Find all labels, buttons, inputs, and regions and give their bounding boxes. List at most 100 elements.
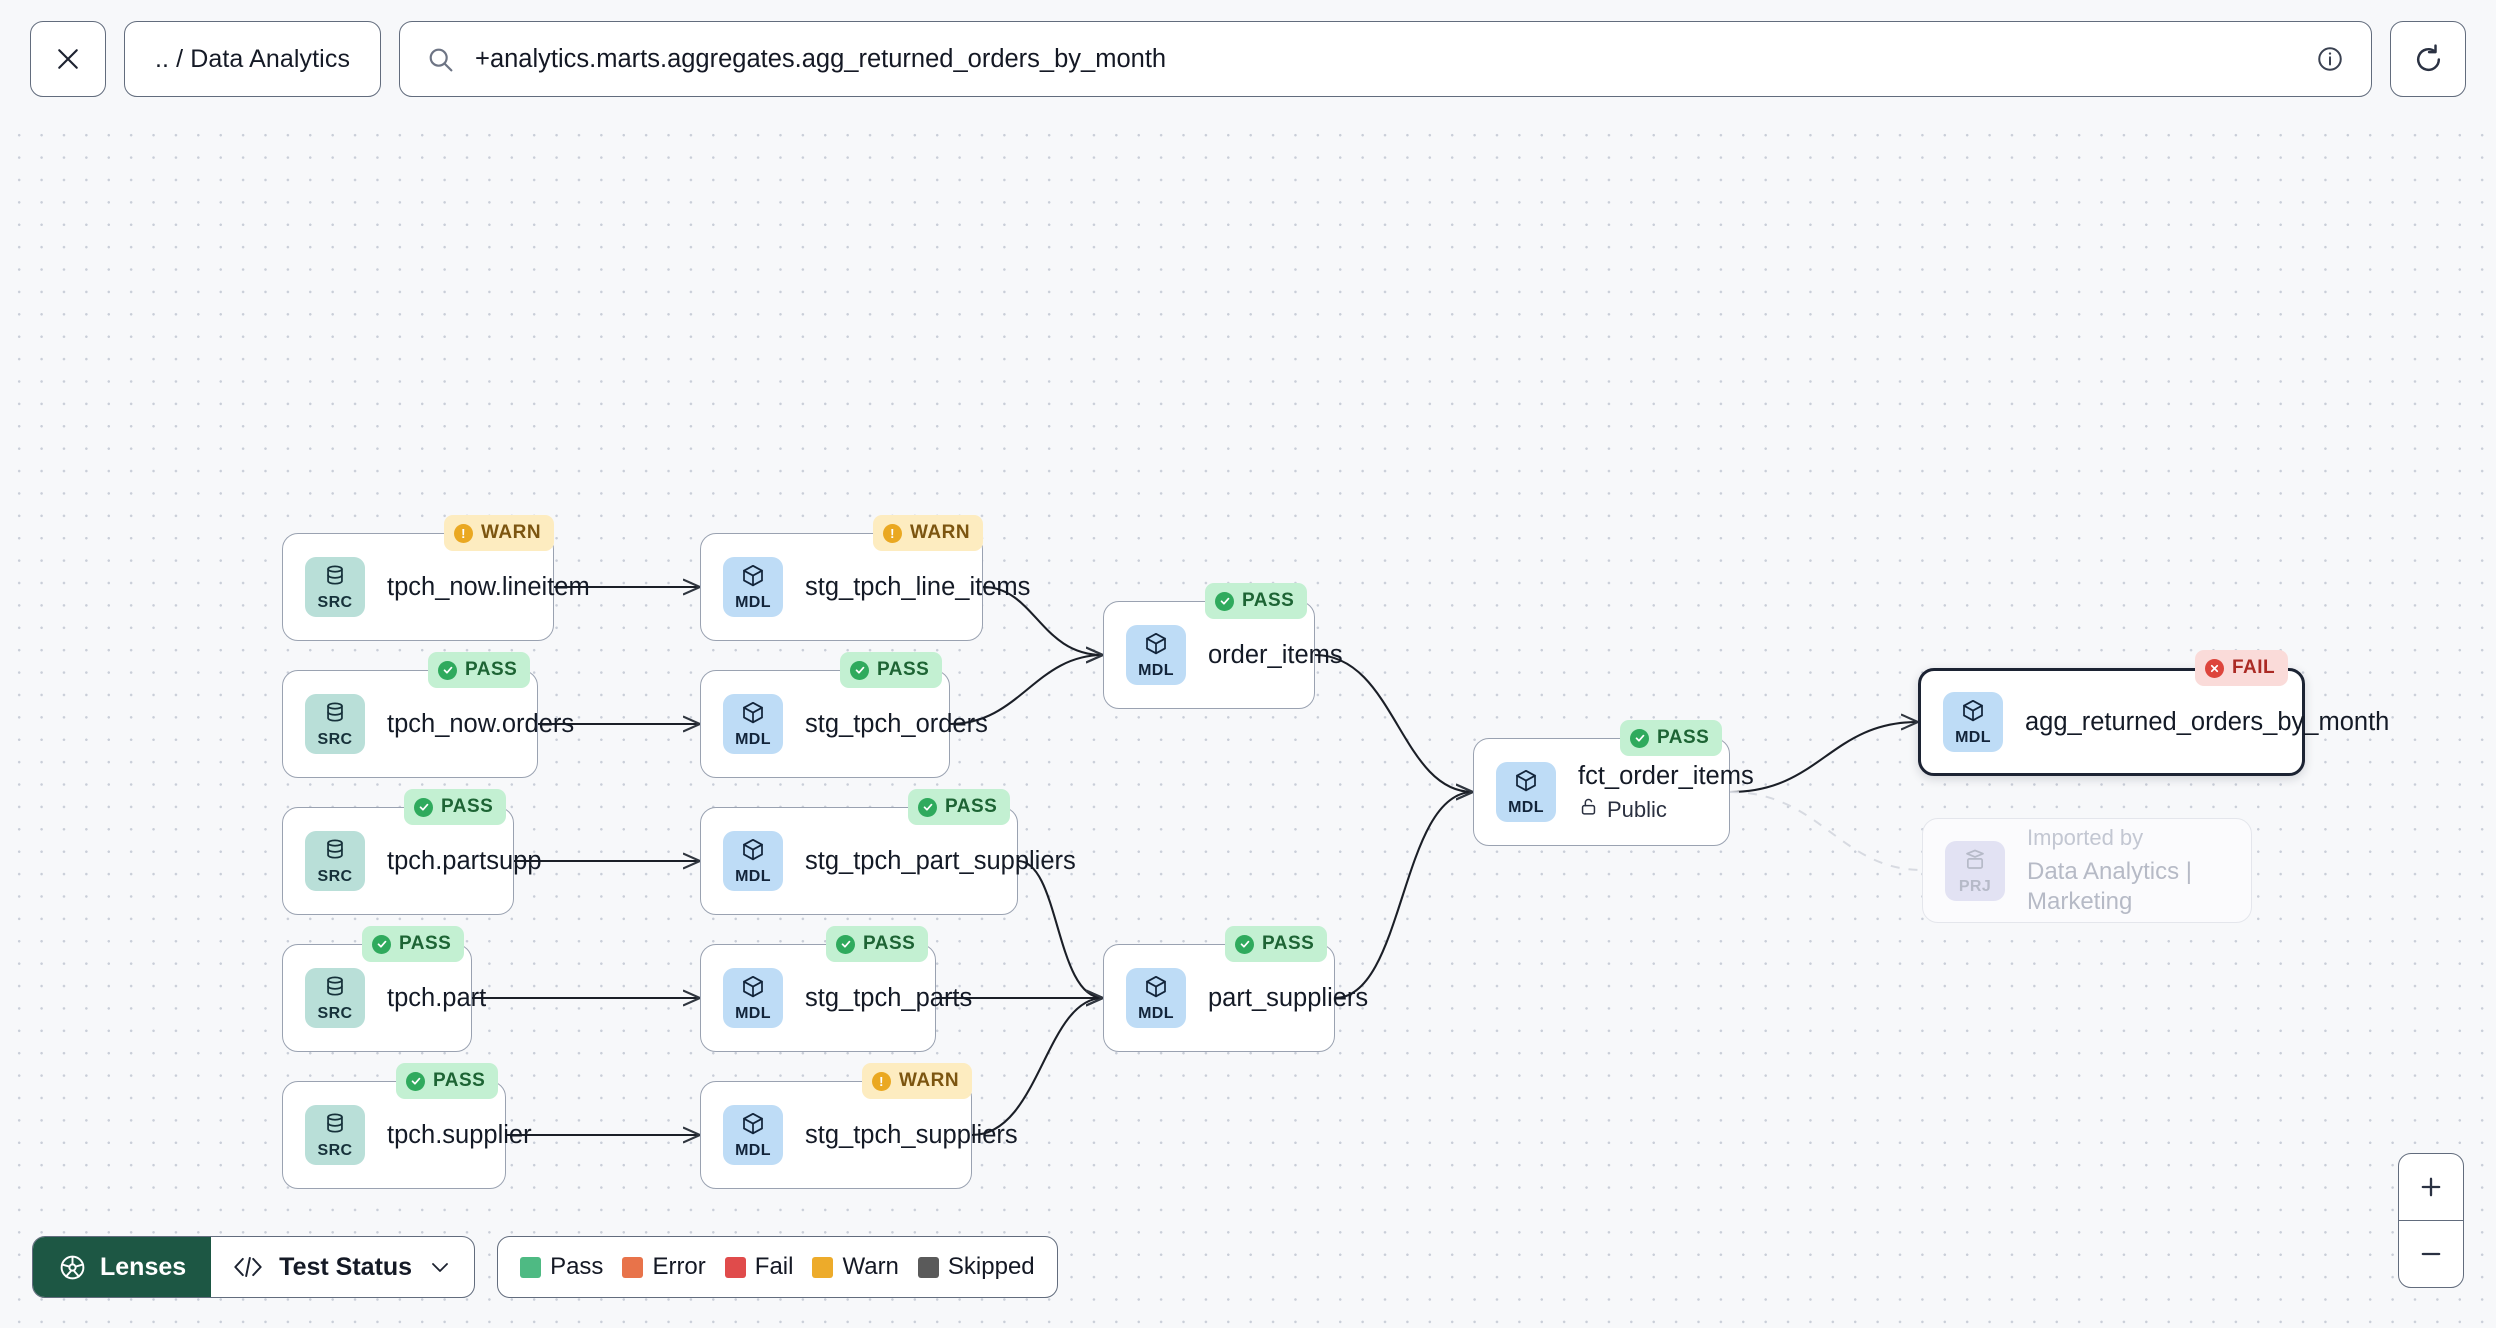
unlock-icon xyxy=(1578,796,1599,823)
status-label: PASS xyxy=(1657,727,1710,748)
status-badge-pass[interactable]: PASS xyxy=(428,652,531,688)
status-dot xyxy=(1235,934,1254,954)
node-type-badge: SRC xyxy=(305,694,365,754)
node-label: stg_tpch_parts xyxy=(805,983,973,1012)
graph-node-stg_tpch_parts[interactable]: MDL stg_tpch_parts xyxy=(700,944,972,1052)
search-bar[interactable]: +analytics.marts.aggregates.agg_returned… xyxy=(399,21,2372,97)
status-badge-pass[interactable]: PASS xyxy=(840,652,943,688)
graph-node-order_items[interactable]: MDL order_items xyxy=(1103,601,1343,709)
node-type-badge: MDL xyxy=(1496,762,1556,822)
node-label: tpch_now.lineitem xyxy=(387,572,590,601)
aperture-icon xyxy=(58,1253,87,1282)
legend-item-pass[interactable]: Pass xyxy=(520,1253,603,1281)
status-label: PASS xyxy=(945,796,998,817)
node-type-label: MDL xyxy=(1955,729,1991,746)
node-label: order_items xyxy=(1208,640,1343,669)
graph-node-agg_returned_orders_by_month[interactable]: MDL agg_returned_orders_by_month xyxy=(1918,668,2389,776)
cube-icon xyxy=(1143,974,1169,1005)
breadcrumb-button[interactable]: .. / Data Analytics xyxy=(124,21,382,97)
refresh-button[interactable] xyxy=(2390,21,2466,97)
graph-node-stg_tpch_line_items[interactable]: MDL stg_tpch_line_items xyxy=(700,533,1030,641)
status-badge-warn[interactable]: ! WARN xyxy=(873,515,984,551)
status-badge-pass[interactable]: PASS xyxy=(362,926,465,962)
status-badge-pass[interactable]: PASS xyxy=(1620,720,1723,756)
status-dot xyxy=(406,1071,425,1091)
close-button[interactable] xyxy=(30,21,106,97)
bottom-toolbar: Lenses Test Status xyxy=(32,1236,1058,1298)
node-type-badge: SRC xyxy=(305,968,365,1028)
zoom-controls xyxy=(2398,1153,2464,1288)
node-label: tpch_now.orders xyxy=(387,709,575,738)
graph-node-tpch_now_orders[interactable]: SRC tpch_now.orders xyxy=(282,670,574,778)
info-icon[interactable] xyxy=(2315,44,2345,74)
status-label: FAIL xyxy=(2232,657,2276,678)
graph-node-fct_order_items[interactable]: MDL fct_order_items Public xyxy=(1473,738,1754,846)
status-dot xyxy=(918,797,937,817)
graph-node-tpch_now_lineitem[interactable]: SRC tpch_now.lineitem xyxy=(282,533,590,641)
node-type-badge: SRC xyxy=(305,831,365,891)
status-label: WARN xyxy=(899,1070,960,1091)
search-icon xyxy=(426,45,455,74)
lenses-button[interactable]: Lenses xyxy=(33,1237,212,1297)
breadcrumb-label: .. / Data Analytics xyxy=(155,44,351,73)
top-toolbar: .. / Data Analytics +analytics.marts.agg… xyxy=(0,0,2496,118)
status-badge-warn[interactable]: ! WARN xyxy=(444,515,555,551)
search-input[interactable]: +analytics.marts.aggregates.agg_returned… xyxy=(475,44,1167,73)
node-type-badge: MDL xyxy=(723,968,783,1028)
lenses-label: Lenses xyxy=(100,1252,187,1281)
status-badge-warn[interactable]: ! WARN xyxy=(862,1063,973,1099)
cube-icon xyxy=(740,837,766,868)
legend-item-fail[interactable]: Fail xyxy=(724,1253,793,1281)
status-label: PASS xyxy=(1262,933,1315,954)
project-icon xyxy=(1962,847,1988,878)
code-icon xyxy=(233,1256,263,1278)
cube-icon xyxy=(1513,768,1539,799)
status-label: PASS xyxy=(399,933,452,954)
node-type-label: MDL xyxy=(735,594,771,611)
cube-icon xyxy=(1960,698,1986,729)
graph-node-tpch_partsupp[interactable]: SRC tpch.partsupp xyxy=(282,807,542,915)
status-dot: ! xyxy=(883,523,902,543)
graph-node-tpch_supplier[interactable]: SRC tpch.supplier xyxy=(282,1081,532,1189)
node-label: stg_tpch_part_suppliers xyxy=(805,846,1076,875)
status-badge-pass[interactable]: PASS xyxy=(1205,583,1308,619)
lineage-canvas[interactable]: SRC tpch_now.lineitem ! WARN SRC tpch_no… xyxy=(0,118,2496,1328)
imported-by-project: Data Analytics | Marketing xyxy=(2027,857,2192,915)
node-type-label: SRC xyxy=(317,1142,353,1159)
status-badge-pass[interactable]: PASS xyxy=(396,1063,499,1099)
cube-icon xyxy=(740,700,766,731)
cube-icon xyxy=(1143,631,1169,662)
test-status-dropdown[interactable]: Test Status xyxy=(211,1237,474,1297)
status-label: PASS xyxy=(863,933,916,954)
legend-item-warn[interactable]: Warn xyxy=(812,1253,899,1281)
status-dot xyxy=(414,797,433,817)
ghost-edge xyxy=(1729,791,1923,871)
zoom-in-button[interactable] xyxy=(2399,1154,2463,1220)
graph-node-stg_tpch_orders[interactable]: MDL stg_tpch_orders xyxy=(700,670,988,778)
database-icon xyxy=(322,837,348,868)
legend-item-skipped[interactable]: Skipped xyxy=(917,1253,1035,1281)
node-type-label: MDL xyxy=(1138,1005,1174,1022)
status-label: PASS xyxy=(465,659,518,680)
graph-node-stg_tpch_suppliers[interactable]: MDL stg_tpch_suppliers xyxy=(700,1081,1018,1189)
zoom-out-button[interactable] xyxy=(2399,1221,2463,1287)
legend-item-error[interactable]: Error xyxy=(622,1253,706,1281)
status-badge-pass[interactable]: PASS xyxy=(1225,926,1328,962)
status-badge-pass[interactable]: PASS xyxy=(908,789,1011,825)
node-label: stg_tpch_suppliers xyxy=(805,1120,1018,1149)
legend-label: Skipped xyxy=(947,1253,1035,1280)
status-badge-pass[interactable]: PASS xyxy=(404,789,507,825)
node-type-badge: MDL xyxy=(723,1105,783,1165)
graph-node-tpch_part[interactable]: SRC tpch.part xyxy=(282,944,486,1052)
status-badge-fail[interactable]: FAIL xyxy=(2195,650,2289,686)
status-label: PASS xyxy=(1242,590,1295,611)
graph-node-stg_tpch_part_suppliers[interactable]: MDL stg_tpch_part_suppliers xyxy=(700,807,1076,915)
legend-label: Error xyxy=(652,1253,706,1280)
node-type-label: SRC xyxy=(317,1005,353,1022)
test-status-label: Test Status xyxy=(279,1252,413,1281)
status-badge-pass[interactable]: PASS xyxy=(826,926,929,962)
status-label: PASS xyxy=(433,1070,486,1091)
chevron-down-icon xyxy=(428,1255,452,1279)
graph-node-part_suppliers[interactable]: MDL part_suppliers xyxy=(1103,944,1368,1052)
graph-node-imported_by_project[interactable]: PRJ Imported by Data Analytics | Marketi… xyxy=(1922,818,2252,923)
